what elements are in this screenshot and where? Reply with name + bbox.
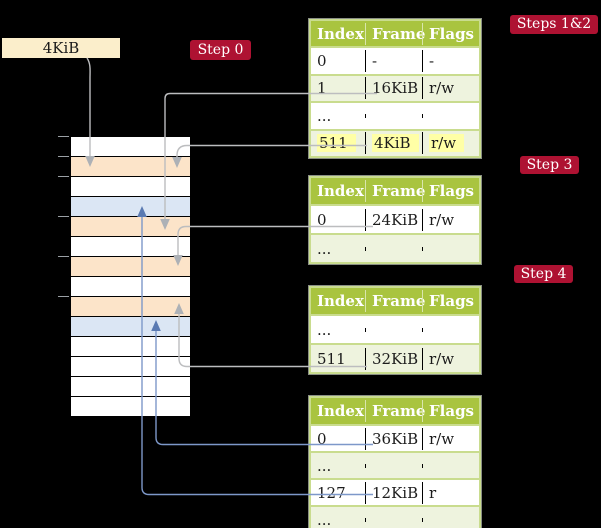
memory-tick — [58, 216, 69, 217]
memory-frame-page-table — [71, 157, 190, 177]
table-row: 511 32KiB r/w — [311, 343, 479, 372]
col-header-index: Index — [317, 182, 364, 200]
table-row-ellipsis: ... — [311, 101, 479, 129]
memory-tick — [58, 256, 69, 257]
table-row: 0 24KiB r/w — [311, 204, 479, 233]
memory-frame — [71, 337, 190, 357]
badge-steps-1-2: Steps 1&2 — [510, 15, 598, 34]
table-row: 0 36KiB r/w — [311, 424, 479, 451]
table-header-row: Index Frame Flags — [311, 398, 479, 424]
badge-step-3: Step 3 — [520, 156, 579, 174]
cell-flags: - — [422, 49, 479, 72]
memory-frame — [71, 357, 190, 377]
badge-step-4: Step 4 — [514, 265, 573, 283]
col-header-flags: Flags — [422, 290, 479, 312]
table-header-row: Index Frame Flags — [311, 288, 479, 314]
cell-frame: 12KiB — [365, 481, 422, 504]
table-row-ellipsis: ... — [311, 451, 479, 478]
memory-tick — [58, 156, 69, 157]
memory-frame — [71, 277, 190, 297]
cell-frame: - — [365, 49, 422, 72]
cell-index: ... — [317, 320, 332, 339]
memory-tick — [58, 176, 69, 177]
col-header-frame: Frame — [365, 22, 425, 45]
table-row-ellipsis: ... — [311, 314, 479, 343]
cell-frame: 24KiB — [365, 208, 422, 231]
cell-frame — [365, 113, 422, 118]
memory-frame-page-table — [71, 297, 190, 317]
page-table-step-4-upper: Index Frame Flags ... 511 32KiB r/w — [309, 286, 481, 374]
memory-tick — [58, 296, 69, 297]
cell-index: 1 — [317, 79, 327, 98]
memory-frame — [71, 177, 190, 197]
col-header-flags: Flags — [422, 400, 479, 422]
cell-index: ... — [317, 106, 332, 125]
cell-index: 127 — [317, 483, 346, 502]
cell-flags: r/w — [422, 427, 479, 450]
cell-frame: 16KiB — [365, 77, 422, 100]
memory-tick — [58, 136, 69, 137]
memory-frame — [71, 237, 190, 257]
table-header-row: Index Frame Flags — [311, 21, 479, 46]
cell-flags — [422, 246, 479, 251]
cell-frame: 36KiB — [365, 427, 422, 450]
table-row-ellipsis: ... — [311, 505, 479, 528]
page-table-step-4-lower: Index Frame Flags 0 36KiB r/w ... 127 12… — [309, 396, 481, 528]
cell-frame: 32KiB — [365, 347, 422, 370]
memory-frame — [71, 397, 190, 416]
cell-frame: 4KiB — [372, 134, 419, 153]
badge-step-0: Step 0 — [190, 40, 251, 60]
memory-frame-mapped — [71, 197, 190, 217]
cell-flags: r/w — [422, 347, 479, 370]
cell-frame — [365, 327, 422, 332]
cell-index: 0 — [317, 51, 327, 70]
cell-index: 0 — [317, 210, 327, 229]
col-header-frame: Frame — [365, 180, 425, 202]
table-header-row: Index Frame Flags — [311, 178, 479, 204]
memory-frame-mapped — [71, 317, 190, 337]
col-header-frame: Frame — [365, 290, 425, 312]
col-header-index: Index — [317, 402, 364, 420]
cell-flags: r/w — [422, 208, 479, 231]
table-row: 127 12KiB r — [311, 478, 479, 505]
cell-index: 0 — [317, 429, 327, 448]
cell-frame — [365, 463, 422, 468]
cell-flags: r/w — [422, 77, 479, 100]
cell-flags: r — [422, 481, 479, 504]
cell-index: ... — [317, 239, 332, 258]
cell-frame — [365, 517, 422, 522]
memory-frame — [71, 377, 190, 397]
col-header-flags: Flags — [422, 22, 479, 45]
table-row: 0 - - — [311, 46, 479, 74]
page-table-steps-1-2: Index Frame Flags 0 - - 1 16KiB r/w ... … — [309, 19, 481, 158]
table-row-ellipsis: ... — [311, 233, 479, 262]
memory-frame-page-table — [71, 217, 190, 237]
memory-frame-page-table — [71, 257, 190, 277]
page-table-step-3: Index Frame Flags 0 24KiB r/w ... — [309, 176, 481, 264]
cell-flags — [422, 113, 479, 118]
col-header-flags: Flags — [422, 180, 479, 202]
col-header-index: Index — [317, 292, 364, 310]
cell-index: 511 — [317, 134, 356, 153]
memory-frame — [71, 137, 190, 157]
table-row: 1 16KiB r/w — [311, 73, 479, 101]
cell-index: ... — [317, 510, 332, 528]
table-row-highlighted: 511 4KiB r/w — [311, 128, 479, 156]
cell-flags — [422, 463, 479, 468]
physical-memory-column — [70, 136, 191, 417]
cell-flags — [422, 517, 479, 522]
cell-flags: r/w — [429, 134, 465, 153]
col-header-index: Index — [317, 24, 364, 43]
frame-size-label: 4KiB — [2, 38, 120, 58]
col-header-frame: Frame — [365, 400, 425, 422]
cell-frame — [365, 246, 422, 251]
cell-flags — [422, 327, 479, 332]
cell-index: ... — [317, 456, 332, 475]
cell-index: 511 — [317, 349, 346, 368]
